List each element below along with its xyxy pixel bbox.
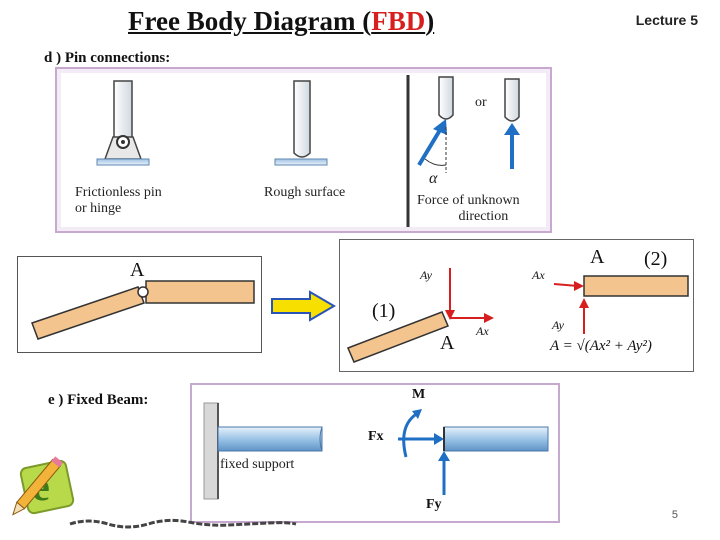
fy-label: Fy: [426, 497, 442, 512]
beam-right: [145, 280, 255, 304]
unknown-member-2: [504, 78, 520, 122]
transition-arrow-icon: [271, 290, 336, 322]
or-caption: or: [475, 95, 487, 110]
decorative-scribble: [69, 518, 297, 529]
pin-connection-drawing: [96, 75, 520, 227]
ax-left-label: Ax: [476, 324, 489, 338]
pin-member: [113, 80, 133, 140]
section-fixed-heading: e ) Fixed Beam:: [48, 392, 149, 408]
ax-right-label: Ax: [532, 268, 545, 282]
lecture-label: Lecture 5: [635, 12, 698, 28]
ay-left-label: Ay: [420, 268, 432, 282]
point-a-right-label: A: [590, 246, 605, 268]
unknown-member-1: [438, 76, 454, 120]
point-a-left-label: A: [440, 332, 455, 354]
member-2: [583, 275, 689, 297]
page-number: 5: [671, 509, 678, 521]
beam-at-pin-drawing: [31, 280, 255, 340]
pin-ground: [96, 158, 150, 166]
fixed-beam-figure: fixed support M Fx Fy: [190, 383, 560, 523]
moment-arrow: [402, 411, 419, 458]
free-body-diagram-panel: Ay Ax (1) A Ax A (2) Ay A = √(Ax² + Ay²): [339, 239, 694, 372]
member-1: [347, 311, 449, 363]
moment-label: M: [412, 387, 426, 402]
alpha-label: α: [429, 170, 438, 187]
fx-label: Fx: [368, 429, 384, 444]
rough-caption: Rough surface: [264, 185, 346, 200]
wall: [203, 402, 219, 500]
page-title: Free Body Diagram (FBD): [128, 6, 435, 36]
member-2-label: (2): [644, 248, 668, 270]
education-logo-icon: e: [12, 456, 75, 516]
fixed-support-caption: fixed support: [220, 457, 295, 472]
beam-left-inclined: [31, 286, 145, 340]
unknown-force-arrow: [417, 123, 445, 167]
title-highlight: FBD: [371, 6, 426, 36]
rough-member: [293, 80, 311, 158]
resultant-formula: A = √(Ax² + Ay²): [550, 338, 652, 354]
pin-joint: [137, 286, 149, 298]
beam-at-pin-figure: A: [17, 256, 262, 353]
fixed-beam-left: [217, 426, 323, 452]
member-1-label: (1): [372, 300, 396, 322]
fbd-drawing: [347, 268, 689, 363]
fixed-beam-drawing: [203, 402, 549, 500]
point-a-label: A: [130, 259, 145, 281]
fixed-beam-right: [443, 426, 549, 452]
section-pin-heading: d ) Pin connections:: [44, 50, 171, 66]
rough-ground: [274, 158, 328, 166]
ay-right-label: Ay: [552, 318, 564, 332]
